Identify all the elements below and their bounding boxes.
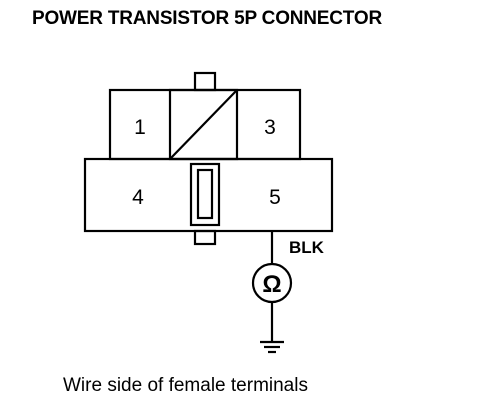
terminal-5-label: 5 xyxy=(269,186,281,209)
diagram-caption: Wire side of female terminals xyxy=(63,375,308,396)
center-lock-slot-outer xyxy=(189,162,221,227)
ohm-symbol: Ω xyxy=(262,271,281,298)
blank-cavity-slash xyxy=(169,89,238,160)
diagram-title: POWER TRANSISTOR 5P CONNECTOR xyxy=(32,8,382,29)
terminal-1-label: 1 xyxy=(134,116,146,139)
connector-top-tab xyxy=(193,71,217,92)
connector-bottom-tab xyxy=(193,229,217,246)
wire-color-label: BLK xyxy=(289,238,324,257)
terminal-3-label: 3 xyxy=(264,116,276,139)
terminal-4-label: 4 xyxy=(132,186,144,209)
ground-icon xyxy=(260,340,284,354)
center-lock-slot-inner xyxy=(196,168,214,220)
